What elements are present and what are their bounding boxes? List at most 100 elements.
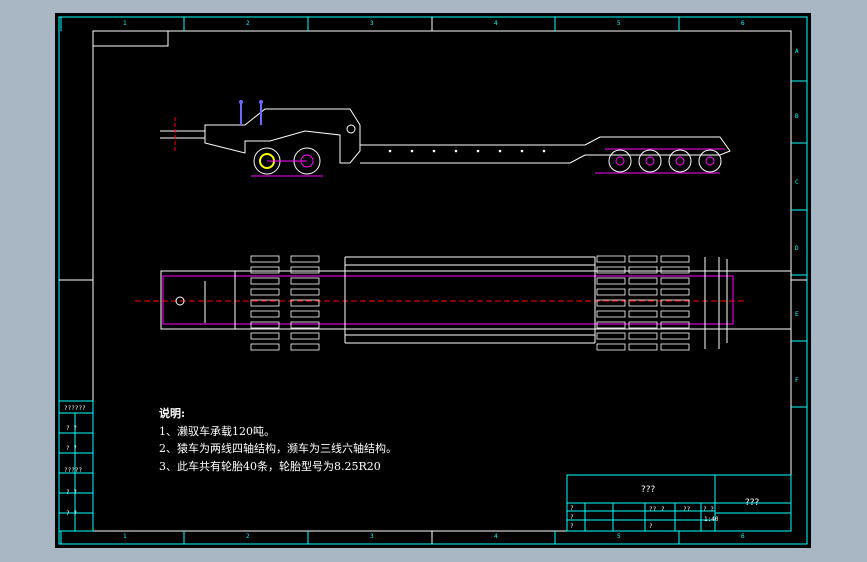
title-block-row-mark-3: ? (570, 523, 574, 530)
rear-tire-plan (596, 299, 626, 307)
rear-tire-plan (628, 343, 658, 351)
king-pin-ring (346, 124, 356, 134)
rear-tire-plan (628, 288, 658, 296)
engineering-drawing (58, 16, 808, 545)
notes-heading: 说明: (159, 407, 186, 420)
front-tire-plan (250, 266, 280, 274)
title-block-scale-4: ? ? (703, 506, 714, 513)
rear-tire-plan (660, 255, 690, 263)
front-tire-plan (290, 288, 320, 296)
front-tire-plan (290, 266, 320, 274)
rear-tire-plan (596, 277, 626, 285)
front-tire-plan (250, 321, 280, 329)
rear-tire-plan (628, 332, 658, 340)
deck-bolt (520, 149, 524, 153)
front-tire-plan (250, 255, 280, 263)
frame-label-top-1: 1 (123, 20, 127, 27)
frame-label-right-f: F (795, 377, 799, 384)
left-panel-row-4: ????? (64, 467, 83, 474)
rear-wheel (698, 149, 722, 173)
left-panel-row-1: ?????? (64, 405, 86, 412)
gooseneck-post-cap-left (239, 100, 243, 104)
rear-tire-plan (628, 299, 658, 307)
front-tire-plan (290, 277, 320, 285)
rear-tire-plan (628, 310, 658, 318)
left-panel-row-3: ? ? (66, 445, 77, 452)
rear-tire-plan (660, 310, 690, 318)
corner-stamp-box (92, 30, 169, 47)
frame-label-right-d: D (795, 245, 799, 252)
rear-wheel (668, 149, 692, 173)
title-block-scale-3: ?? (683, 506, 691, 513)
rear-tire-plan (596, 321, 626, 329)
frame-label-top-5: 5 (617, 20, 621, 27)
note-item-2: 2、猿车为两线四轴结构，濒车为三线六轴结构。 (159, 442, 397, 455)
rear-tire-plan (596, 288, 626, 296)
rear-wheel-hub (705, 156, 715, 166)
gooseneck-profile (204, 108, 361, 164)
rear-tire-plan (660, 299, 690, 307)
rear-tire-plan (596, 310, 626, 318)
note-item-3: 3、此车共有轮胎40条，轮胎型号为8.25R20 (159, 460, 381, 473)
front-tire-plan (250, 288, 280, 296)
front-tire-plan (290, 255, 320, 263)
frame-label-right-e: E (795, 311, 799, 318)
front-tire-plan (290, 299, 320, 307)
rear-tire-plan (596, 343, 626, 351)
rear-tire-plan (628, 321, 658, 329)
rear-tire-plan (660, 266, 690, 274)
front-tire-plan (250, 299, 280, 307)
front-tire-plan (290, 321, 320, 329)
rear-tire-plan (660, 288, 690, 296)
left-panel-row-6: ? ? (66, 510, 77, 517)
front-tire-plan (250, 310, 280, 318)
frame-label-right-c: C (795, 179, 799, 186)
deck-bolt (388, 149, 392, 153)
rear-tire-plan (628, 255, 658, 263)
deck-bolt (542, 149, 546, 153)
left-panel-row-2: ? ? (66, 425, 77, 432)
plan-hidden-frame (162, 275, 734, 325)
frame-label-right-a: A (795, 48, 799, 55)
rear-tire-plan (596, 266, 626, 274)
deck-bolt (476, 149, 480, 153)
gooseneck-post-cap-right (259, 100, 263, 104)
rear-tire-plan (628, 266, 658, 274)
title-block-scale-2: ? (661, 506, 665, 513)
front-tire-plan (290, 343, 320, 351)
low-deck-profile (360, 136, 731, 164)
title-block-ratio: 1:40 (704, 516, 719, 523)
front-tire-plan (250, 343, 280, 351)
rear-wheel (608, 149, 632, 173)
rear-tire-plan (660, 277, 690, 285)
rear-tire-plan (660, 321, 690, 329)
rear-tire-plan (660, 332, 690, 340)
front-tire-plan (250, 332, 280, 340)
frame-label-bottom-5: 5 (617, 533, 621, 540)
rear-tire-plan (596, 255, 626, 263)
frame-label-top-6: 6 (741, 20, 745, 27)
deck-bolt (410, 149, 414, 153)
frame-label-bottom-3: 3 (370, 533, 374, 540)
note-item-1: 1、濑驭车承载120吨。 (159, 425, 275, 438)
rear-wheel-hub (645, 156, 655, 166)
rear-wheel-hub (675, 156, 685, 166)
deck-bolt (454, 149, 458, 153)
front-tire-plan (250, 277, 280, 285)
title-block-scale-1: ?? (649, 506, 657, 513)
deck-bolt (432, 149, 436, 153)
rear-tire-plan (596, 332, 626, 340)
title-block-row-mark-1: ? (570, 505, 574, 512)
rear-tire-plan (660, 343, 690, 351)
title-block-right-title: ??? (745, 498, 760, 508)
title-block-row-mark-2: ? (570, 514, 574, 521)
title-block-center-title: ??? (641, 485, 656, 495)
rear-wheel-hub (615, 156, 625, 166)
frame-label-bottom-2: 2 (246, 533, 250, 540)
frame-label-bottom-6: 6 (741, 533, 745, 540)
title-block-row-mark-4: ? (649, 523, 653, 530)
plan-outer-frame (160, 270, 792, 330)
rear-wheel (638, 149, 662, 173)
left-panel-box (58, 400, 94, 532)
cad-viewport[interactable]: 1 2 3 4 5 6 1 2 3 4 5 6 A B C D E F ????… (55, 13, 811, 548)
